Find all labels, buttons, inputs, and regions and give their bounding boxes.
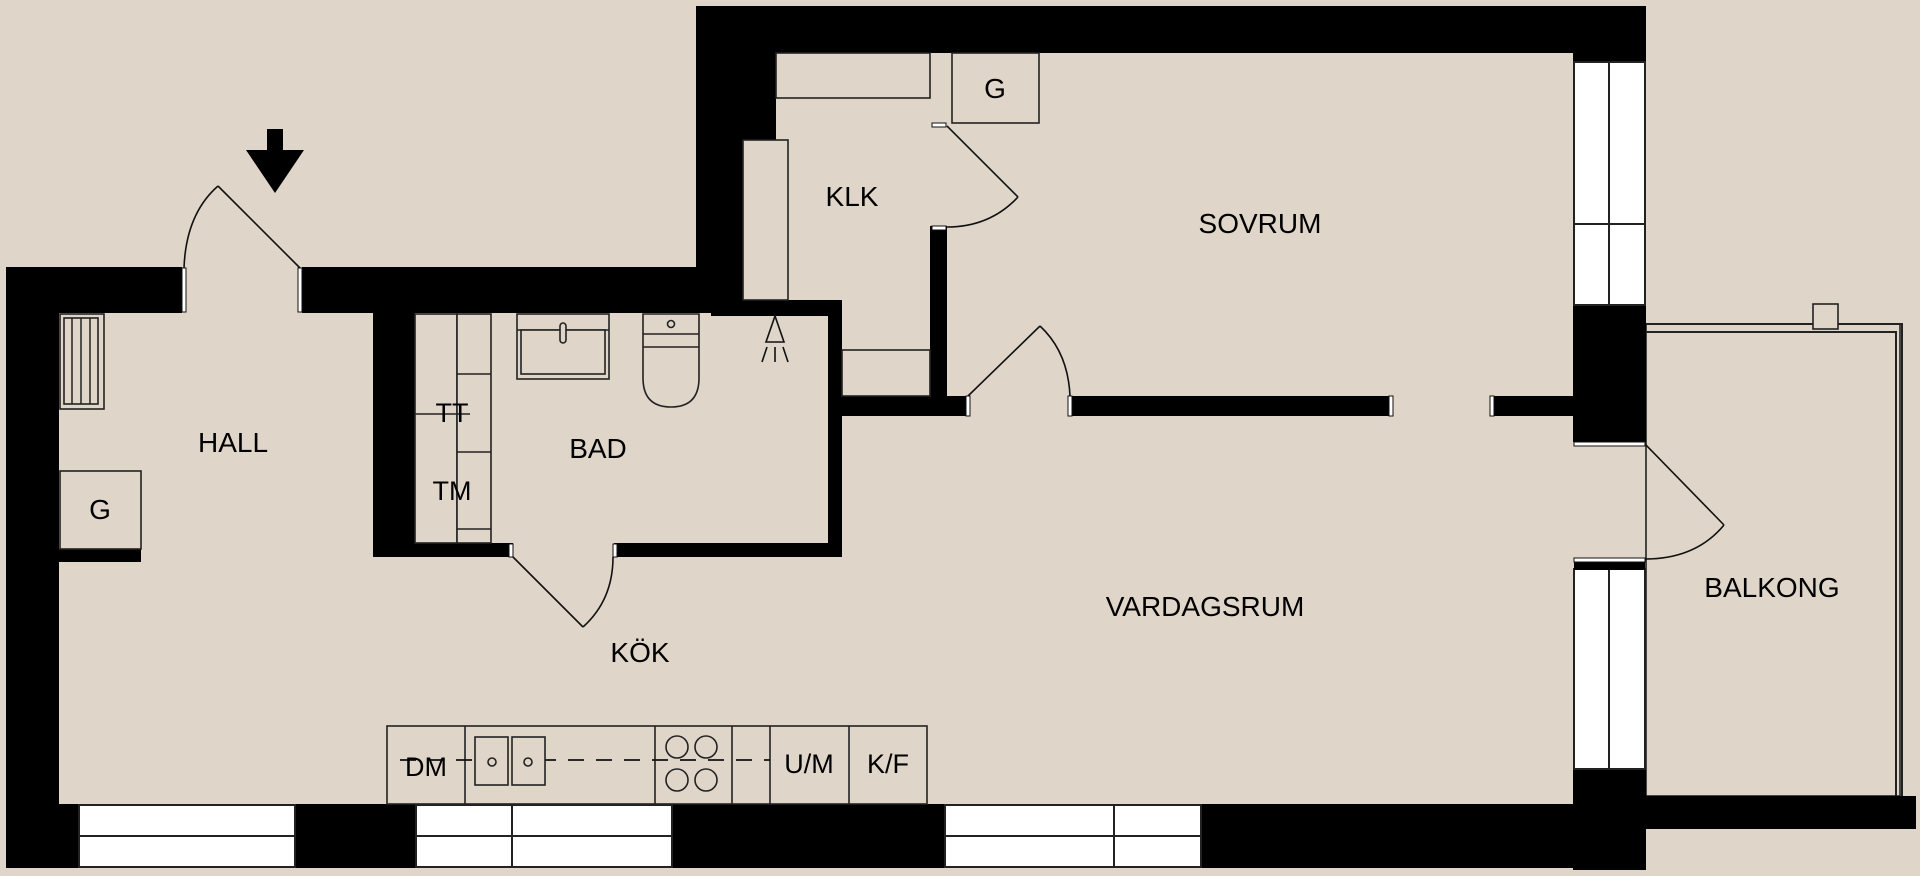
hall-wardrobe: G bbox=[59, 470, 142, 550]
entrance-door bbox=[181, 185, 303, 313]
window-hall-bottom bbox=[78, 804, 296, 868]
room-label-sovrum: SOVRUM bbox=[1199, 208, 1322, 239]
windows bbox=[78, 61, 1646, 868]
sink-double-icon bbox=[474, 736, 546, 786]
window-sovrum bbox=[1573, 61, 1646, 306]
kitchen-counter: DM U/M K/F bbox=[386, 725, 928, 805]
washer-label: TM bbox=[433, 476, 472, 506]
room-label-vardagsrum: VARDAGSRUM bbox=[1106, 591, 1305, 622]
stove-icon bbox=[665, 735, 718, 792]
balcony bbox=[1645, 303, 1916, 829]
window-vardagsrum-right bbox=[1573, 562, 1646, 770]
toilet-icon bbox=[642, 313, 700, 408]
room-label-balkong: BALKONG bbox=[1704, 572, 1839, 603]
room-label-kok: KÖK bbox=[610, 637, 669, 668]
doors bbox=[181, 122, 1725, 628]
shower-icon bbox=[761, 313, 789, 363]
balcony-post bbox=[1812, 303, 1839, 330]
room-label-hall: HALL bbox=[198, 427, 268, 458]
klk-shelves bbox=[742, 52, 931, 397]
bathroom-door bbox=[508, 543, 618, 628]
hall-wardrobe-label: G bbox=[89, 494, 111, 525]
laundry-column: TT TM bbox=[414, 313, 492, 544]
dryer-label: TT bbox=[436, 398, 469, 428]
sovrum-wardrobe: G bbox=[951, 52, 1040, 124]
window-kok-bottom bbox=[415, 804, 673, 868]
room-label-klk: KLK bbox=[826, 181, 879, 212]
sovrum-wardrobe-label: G bbox=[984, 73, 1006, 104]
fridge-freezer-label: K/F bbox=[867, 749, 909, 779]
exterior-walls bbox=[6, 6, 1646, 870]
balcony-door bbox=[1573, 441, 1725, 563]
interior-walls bbox=[59, 226, 1574, 562]
room-label-bad: BAD bbox=[569, 433, 627, 464]
balcony-slab-edge bbox=[1646, 796, 1916, 829]
dishwasher-label: DM bbox=[405, 752, 447, 782]
klk-door bbox=[931, 122, 1019, 231]
sovrum-door bbox=[965, 325, 1073, 417]
radiator-icon bbox=[59, 313, 105, 410]
arrow-down-icon bbox=[246, 129, 304, 193]
window-vardagsrum-bottom bbox=[944, 804, 1202, 868]
sink-icon bbox=[516, 313, 610, 380]
oven-micro-label: U/M bbox=[784, 749, 834, 779]
